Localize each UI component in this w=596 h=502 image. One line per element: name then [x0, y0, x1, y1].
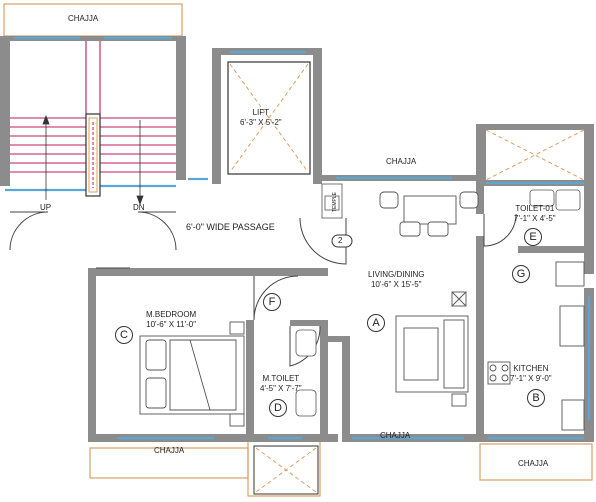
toilet-fixtures: [295, 189, 581, 417]
living-name: LIVING/DINING: [368, 270, 425, 279]
living-size: 10'-6" X 15'-5": [370, 280, 422, 289]
lift-size: 6'-3" X 5'-2": [240, 118, 282, 127]
staircase: [10, 41, 176, 206]
lift-label: LIFT 6'-3" X 5'-2": [240, 108, 282, 128]
kitchen-size: 7'-1" X 9'-0": [510, 374, 552, 383]
toilet01-name: TOILET-01: [515, 204, 555, 213]
chajja-bottom-mid-label: CHAJJA: [380, 431, 411, 440]
kitchen-label: KITCHEN 7'-1" X 9'-0": [510, 364, 552, 384]
passage-label: 6'-0" WIDE PASSAGE: [186, 222, 275, 232]
mtoilet-size: 4'-5" X 7'-7": [260, 384, 302, 393]
bed: [139, 321, 245, 427]
mtoilet-name: M.TOILET: [262, 374, 300, 383]
kitchen-counter: [487, 261, 585, 431]
duct-bottom: [253, 445, 319, 495]
marker-b: B: [527, 389, 545, 407]
lift-shaft: [227, 61, 311, 175]
mtoilet-label: M.TOILET 4'-5" X 7'-7": [260, 374, 302, 394]
duct-top: [485, 129, 585, 181]
windows: [5, 36, 591, 440]
marker-c: C: [115, 326, 133, 344]
temple-label: TEMPLE: [332, 192, 338, 213]
chajja-bottom-right-label: CHAJJA: [518, 459, 549, 468]
marker-f: F: [263, 293, 281, 311]
kitchen-name: KITCHEN: [513, 364, 549, 373]
flat-number-badge: [331, 234, 353, 248]
marker-g: G: [512, 265, 530, 283]
lift-name: LIFT: [252, 108, 270, 117]
temple-niche: [321, 183, 343, 219]
dining-set: [379, 191, 479, 237]
marker-e: E: [524, 228, 542, 246]
toilet01-label: TOILET-01 7'-1" X 4'-5": [514, 204, 556, 224]
chajja-top-label: CHAJJA: [68, 14, 99, 23]
toilet01-size: 7'-1" X 4'-5": [514, 214, 556, 223]
bedroom-name: M.BEDROOM: [146, 310, 197, 319]
marker-d: D: [269, 399, 287, 417]
flat-number: 2: [338, 236, 343, 245]
stair-down-label: DN: [133, 203, 145, 212]
living-furniture: [395, 291, 469, 407]
living-label: LIVING/DINING 10'-6" X 15'-5": [368, 270, 424, 290]
stair-up-label: UP: [40, 203, 52, 212]
bedroom-size: 10'-6" X 11'-0": [146, 320, 197, 329]
marker-a: A: [367, 314, 385, 332]
bedroom-label: M.BEDROOM 10'-6" X 11'-0": [146, 310, 196, 330]
chajja-bottom-left-label: CHAJJA: [154, 446, 185, 455]
chajja-mid-label: CHAJJA: [386, 157, 417, 166]
